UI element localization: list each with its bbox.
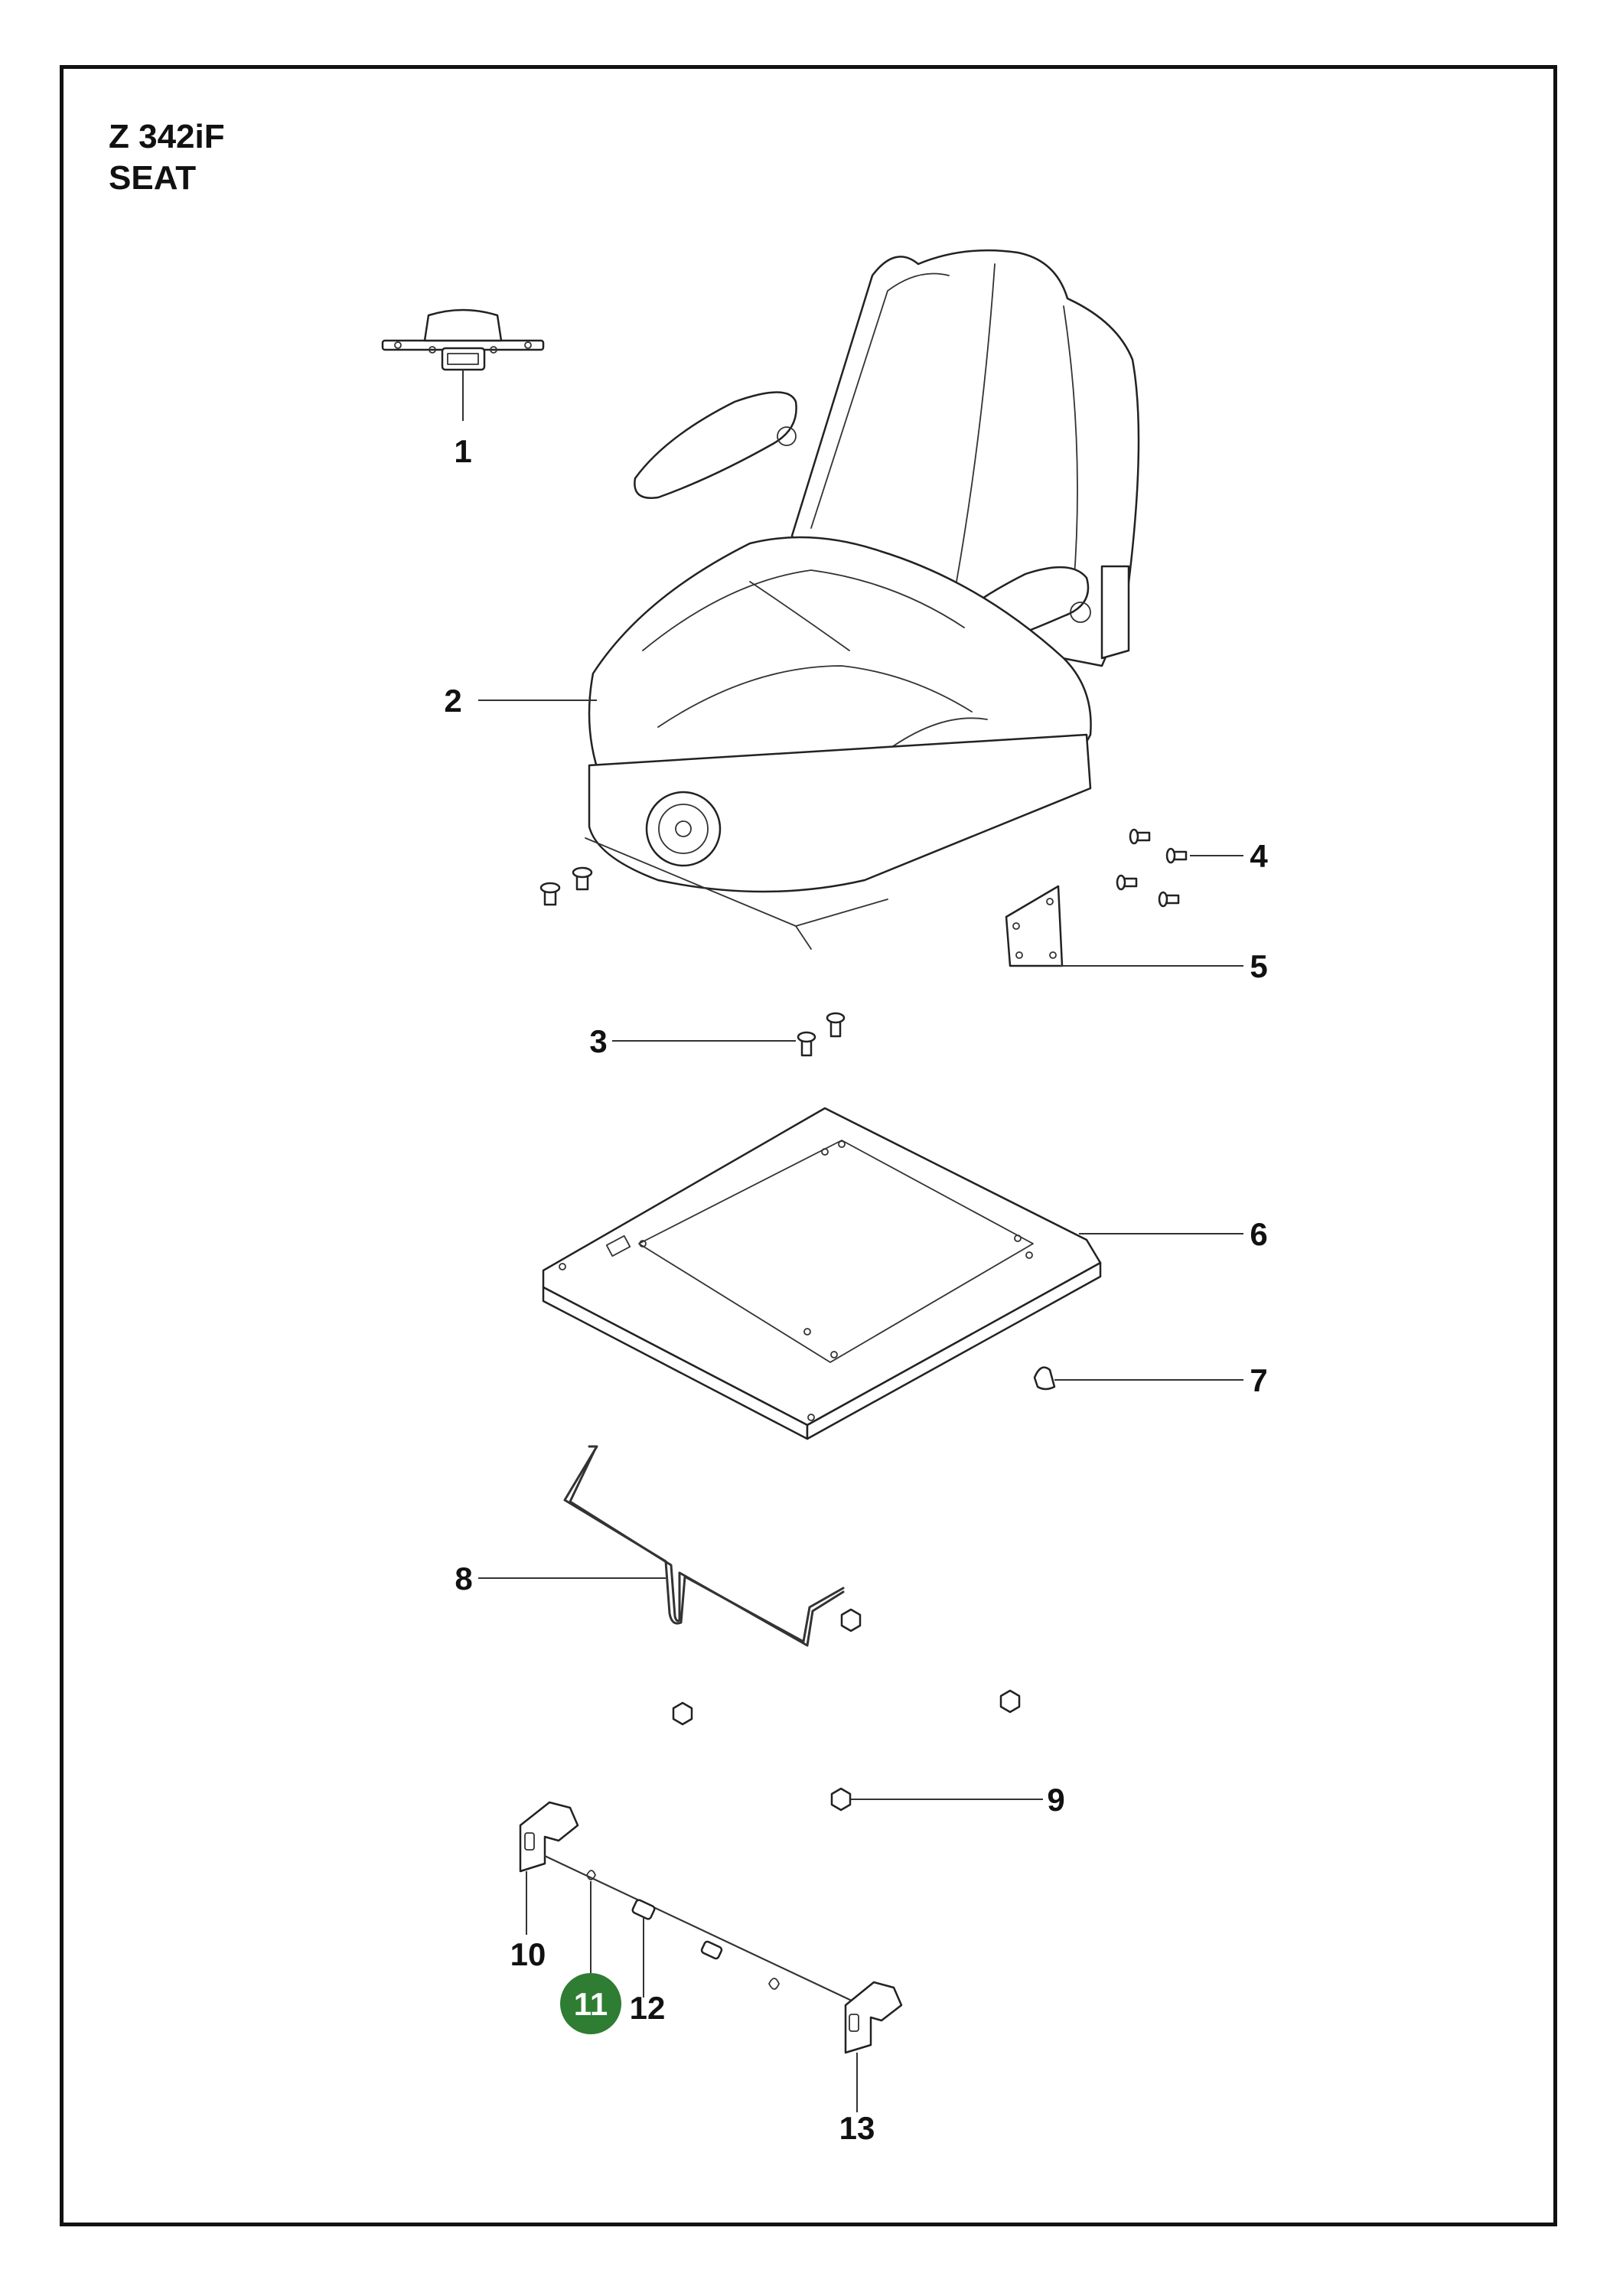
callout-labels: 1 2 3 4 5 6 7 8 9 10 11 12 13 xyxy=(444,433,1268,2146)
part-2-seat-assembly xyxy=(478,249,1140,950)
callout-10: 10 xyxy=(510,1936,546,1972)
part-3-screws xyxy=(612,1012,846,1057)
callout-12: 12 xyxy=(630,1990,666,2026)
callout-5: 5 xyxy=(1250,948,1267,984)
part-10-left-bracket xyxy=(519,1801,579,1935)
part-11-spring-pin xyxy=(543,1854,855,2003)
callout-13: 13 xyxy=(839,2110,875,2146)
callout-9: 9 xyxy=(1047,1782,1064,1818)
part-6-seat-pan xyxy=(542,1107,1243,1440)
part-8-wire-rod xyxy=(478,1445,845,1647)
section-name: SEAT xyxy=(109,159,197,197)
part-12-pivot-tube xyxy=(631,1899,780,1998)
model-name: Z 342iF xyxy=(109,118,225,155)
callout-6: 6 xyxy=(1250,1216,1267,1252)
callout-3: 3 xyxy=(589,1023,607,1059)
part-1-seat-switch xyxy=(381,308,545,421)
part-13-right-bracket xyxy=(844,1981,903,2112)
drawing-frame xyxy=(60,65,1557,2226)
callout-1: 1 xyxy=(454,433,471,469)
callout-2: 2 xyxy=(444,683,461,719)
part-7-clip xyxy=(1033,1366,1243,1391)
part-4-bolts xyxy=(1116,828,1243,908)
callout-11: 11 xyxy=(574,1986,608,2022)
callout-7: 7 xyxy=(1250,1362,1267,1398)
callout-8: 8 xyxy=(455,1561,472,1596)
callout-4: 4 xyxy=(1250,838,1268,874)
callout-11-highlight xyxy=(560,1973,621,2034)
part-5-plate xyxy=(1005,885,1243,967)
page-title: Z 342iF SEAT xyxy=(109,116,225,199)
part-9-nuts xyxy=(672,1608,1043,1812)
